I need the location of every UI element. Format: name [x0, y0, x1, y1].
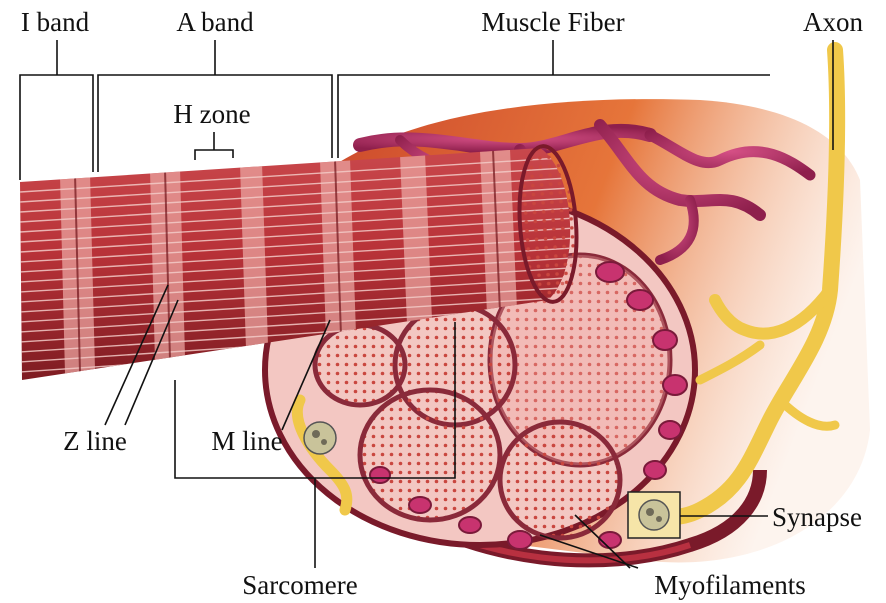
label-h-zone: H zone: [173, 99, 250, 129]
label-myofilaments: Myofilaments: [654, 570, 805, 600]
synapse-knob: [628, 492, 680, 538]
label-axon: Axon: [803, 7, 863, 37]
label-muscle-fiber: Muscle Fiber: [481, 7, 624, 37]
label-m-line: M line: [211, 426, 282, 456]
label-a-band: A band: [176, 7, 254, 37]
synapse-knob-secondary: [304, 422, 336, 454]
label-sarcomere: Sarcomere: [242, 570, 357, 600]
myofibril-cross-section: [315, 325, 405, 405]
label-synapse: Synapse: [772, 502, 862, 532]
label-z-line: Z line: [63, 426, 127, 456]
myofibril-cross-section: [500, 422, 620, 538]
label-i-band: I band: [21, 7, 90, 37]
